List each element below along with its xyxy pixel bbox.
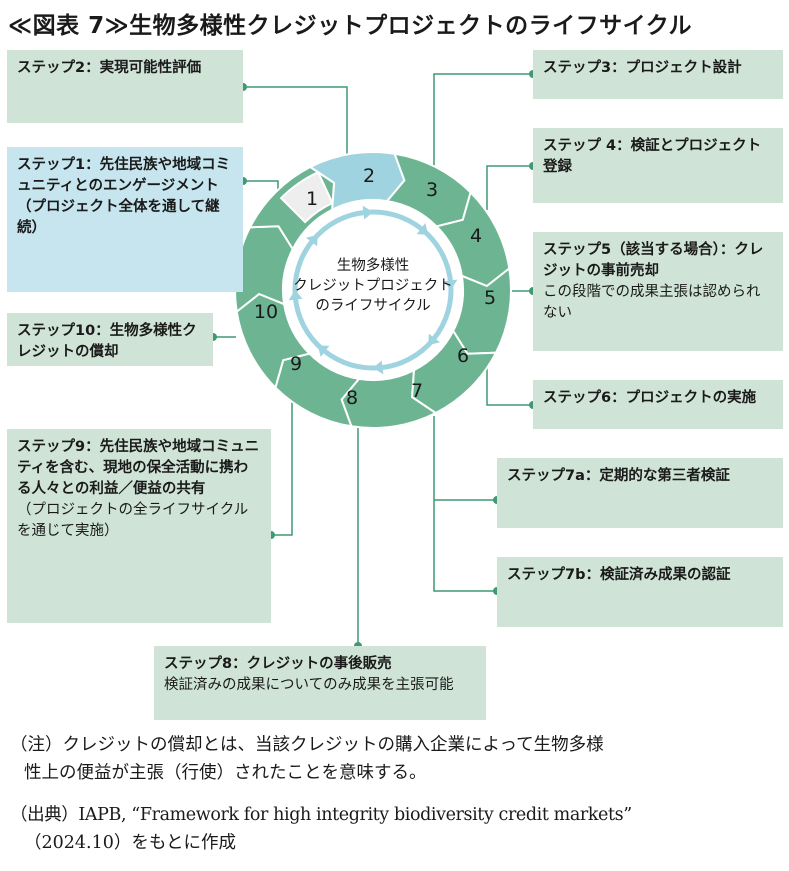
connector-step4 [486, 165, 533, 210]
step2-text: ステップ2：実現可能性評価 [17, 60, 202, 76]
connector-step9 [271, 380, 293, 536]
connector-step7 [433, 416, 497, 592]
step6-box: ステップ6：プロジェクトの実施 [533, 380, 783, 429]
step5-subtext: この段階での成果主張は認められない [543, 284, 761, 321]
step3-box: ステップ3：プロジェクト設計 [533, 50, 783, 99]
cycle-number-4: 4 [470, 225, 482, 247]
step3-text: ステップ3：プロジェクト設計 [543, 60, 742, 76]
cycle-number-10: 10 [254, 301, 278, 323]
cycle-number-6: 6 [457, 345, 469, 367]
source-block: （出典）IAPB, “Framework for high integrity … [10, 801, 785, 857]
step7b-box: ステップ7b：検証済み成果の認証 [497, 557, 783, 627]
center-label-line1: 生物多様性 [337, 257, 410, 274]
step9-text: ステップ9：先住民族や地域コミュニティを含む、現地の保全活動に携わる人々との利益… [17, 439, 260, 497]
cycle-segments [234, 151, 512, 429]
inner-ring-arrowhead [306, 234, 318, 247]
cycle-number-3: 3 [426, 179, 438, 201]
step5-box: ステップ5（該当する場合）：クレジットの事前売却 この段階での成果主張は認められ… [533, 232, 783, 351]
step7a-text: ステップ7a：定期的な第三者検証 [507, 468, 730, 484]
step10-box: ステップ10：生物多様性クレジットの償却 [7, 313, 213, 366]
cycle-number-8: 8 [346, 387, 358, 409]
figure-title: ≪図表 7≫生物多様性クレジットプロジェクトのライフサイクル [8, 13, 693, 39]
inner-ring-arrowhead [362, 205, 373, 220]
step1-text: ステップ1：先住民族や地域コミュニティとのエンゲージメント（プロジェクト全体を通… [17, 157, 231, 236]
cycle-number-9: 9 [290, 353, 302, 375]
center-label-line3: のライフサイクル [315, 297, 430, 314]
cycle-number-7: 7 [411, 380, 423, 402]
cycle-gap-wedge [279, 170, 334, 224]
center-label-line2: クレジットプロジェクト [293, 277, 453, 294]
step2-box: ステップ2：実現可能性評価 [7, 50, 243, 123]
cycle-numbers: 1 2 3 4 5 6 7 8 9 10 [254, 165, 496, 409]
source-line2: （2024.10）をもとに作成 [24, 833, 237, 853]
connector-lines [209, 70, 537, 650]
step7a-box: ステップ7a：定期的な第三者検証 [497, 458, 783, 528]
cycle-number-1: 1 [306, 188, 318, 210]
inner-ring-arrowhead [416, 223, 429, 235]
inner-ring [288, 205, 458, 375]
step10-text: ステップ10：生物多様性クレジットの償却 [17, 323, 197, 360]
inner-ring-arrowhead [428, 333, 440, 346]
step9-box: ステップ9：先住民族や地域コミュニティを含む、現地の保全活動に携わる人々との利益… [7, 429, 271, 623]
step8-text: ステップ8：クレジットの事後販売 [164, 656, 392, 672]
connector-step3 [433, 73, 533, 166]
step7b-text: ステップ7b：検証済み成果の認証 [507, 567, 731, 583]
step5-text: ステップ5（該当する場合）：クレジットの事前売却 [543, 242, 764, 279]
inner-ring-arrowhead [317, 345, 330, 357]
inner-ring-arrowhead [373, 360, 384, 375]
step4-text: ステップ 4：検証とプロジェクト登録 [543, 138, 762, 175]
step6-text: ステップ6：プロジェクトの実施 [543, 390, 757, 406]
step8-subtext: 検証済みの成果についてのみ成果を主張可能 [164, 677, 454, 693]
note-line1: （注）クレジットの償却とは、当該クレジットの購入企業によって生物多様 [10, 735, 604, 755]
cycle-number-2: 2 [363, 165, 375, 187]
cycle-number-5: 5 [484, 287, 496, 309]
connector-step6 [486, 360, 533, 406]
note-line2: 性上の便益が主張（行使）されたことを意味する。 [24, 763, 427, 783]
source-line1: （出典）IAPB, “Framework for high integrity … [10, 805, 632, 825]
connector-step2 [243, 86, 348, 166]
step1-box: ステップ1：先住民族や地域コミュニティとのエンゲージメント（プロジェクト全体を通… [7, 147, 243, 292]
note-block: （注）クレジットの償却とは、当該クレジットの購入企業によって生物多様 性上の便益… [10, 731, 785, 787]
inner-ring-arrowhead [288, 290, 303, 301]
step4-box: ステップ 4：検証とプロジェクト登録 [533, 128, 783, 203]
step9-subtext: （プロジェクトの全ライフサイクルを通じて実施） [17, 502, 249, 539]
step8-box: ステップ8：クレジットの事後販売 検証済みの成果についてのみ成果を主張可能 [154, 646, 486, 720]
inner-ring-arrowhead [443, 279, 458, 290]
